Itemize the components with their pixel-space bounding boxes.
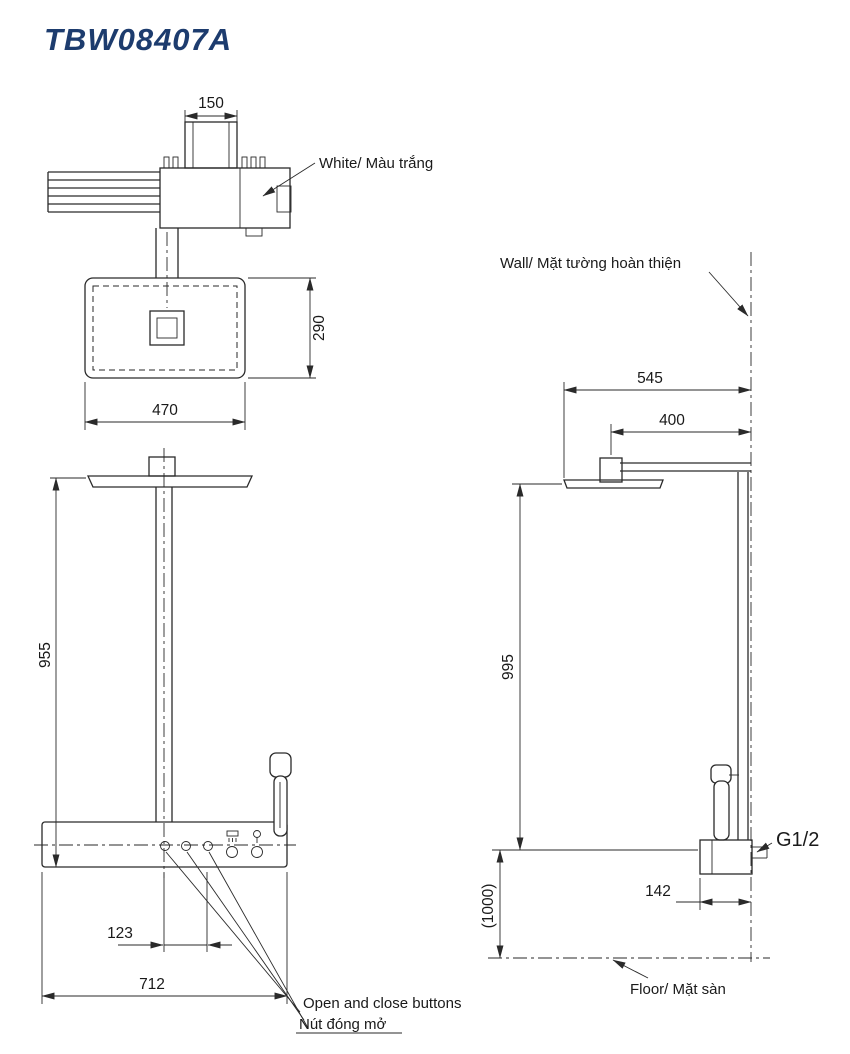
- side-view: Wall/ Mặt tường hoàn thiện 545: [480, 252, 819, 998]
- dim-470-text: 470: [152, 402, 178, 419]
- hand-shower-front: [269, 752, 292, 837]
- floor-label: Floor/ Mặt sàn: [630, 981, 726, 998]
- shower-head-side: [563, 457, 751, 489]
- dimension-470: 470: [84, 382, 246, 430]
- shower-head-top-view: [84, 277, 246, 379]
- head-plate-edge-lines: [47, 171, 160, 213]
- column-front: [155, 487, 173, 822]
- buttons-label-vi: Nút đóng mở: [299, 1016, 387, 1033]
- hand-shower-button: [251, 846, 263, 858]
- wall-callout: Wall/ Mặt tường hoàn thiện: [500, 255, 749, 317]
- mounting-box: [159, 156, 292, 237]
- dim-123-text: 123: [107, 925, 133, 942]
- dimension-123: 123: [107, 872, 232, 952]
- white-label: White/ Màu trắng: [319, 155, 433, 172]
- dimension-400: 400: [610, 412, 752, 455]
- dim-150-text: 150: [198, 95, 224, 112]
- column-side: [737, 472, 749, 840]
- model-number-title: TBW08407A: [44, 22, 233, 57]
- control-knob-2: [181, 841, 191, 851]
- hand-shower-icon: [253, 830, 261, 843]
- dim-545-text: 545: [637, 370, 663, 387]
- dim-142-text: 142: [645, 883, 671, 900]
- thread-label: G1/2: [776, 829, 819, 851]
- wall-label: Wall/ Mặt tường hoàn thiện: [500, 255, 681, 272]
- dimension-142: 142: [645, 878, 752, 910]
- overhead-shower-button: [226, 846, 238, 858]
- white-color-callout: White/ Màu trắng: [262, 155, 433, 197]
- dim-290-text: 290: [311, 315, 328, 341]
- front-view: 955 123 712: [34, 448, 461, 1034]
- floor-callout: Floor/ Mặt sàn: [488, 957, 770, 998]
- control-knob-3: [203, 841, 213, 851]
- dim-955-text: 955: [37, 642, 54, 668]
- buttons-label-en: Open and close buttons: [303, 995, 461, 1012]
- dimension-545: 545: [563, 370, 752, 478]
- dimension-955: 955: [37, 477, 86, 868]
- hand-shower-side: [710, 764, 739, 841]
- control-knob-1: [160, 841, 170, 851]
- dimension-995: 995: [492, 483, 698, 851]
- top-view: 150 White/ Màu trắng: [47, 95, 433, 430]
- dim-1000-text: (1000): [480, 884, 497, 929]
- shower-head-front: [86, 456, 254, 488]
- base-unit-front: [34, 821, 296, 868]
- dimension-290: 290: [248, 277, 328, 379]
- dimension-712: 712: [41, 872, 288, 1004]
- overhead-shower-icon: [226, 830, 239, 842]
- dim-995-text: 995: [500, 654, 517, 680]
- head-stem-top: [155, 228, 179, 308]
- dim-712-text: 712: [139, 976, 165, 993]
- buttons-callout: Open and close buttons Nút đóng mở: [165, 851, 461, 1034]
- dim-400-text: 400: [659, 412, 685, 429]
- dimension-150: 150: [184, 95, 238, 122]
- base-unit-side: [699, 839, 768, 875]
- dimension-1000: (1000): [480, 849, 504, 959]
- supply-connector: [184, 121, 238, 169]
- thread-callout: G1/2: [756, 829, 819, 853]
